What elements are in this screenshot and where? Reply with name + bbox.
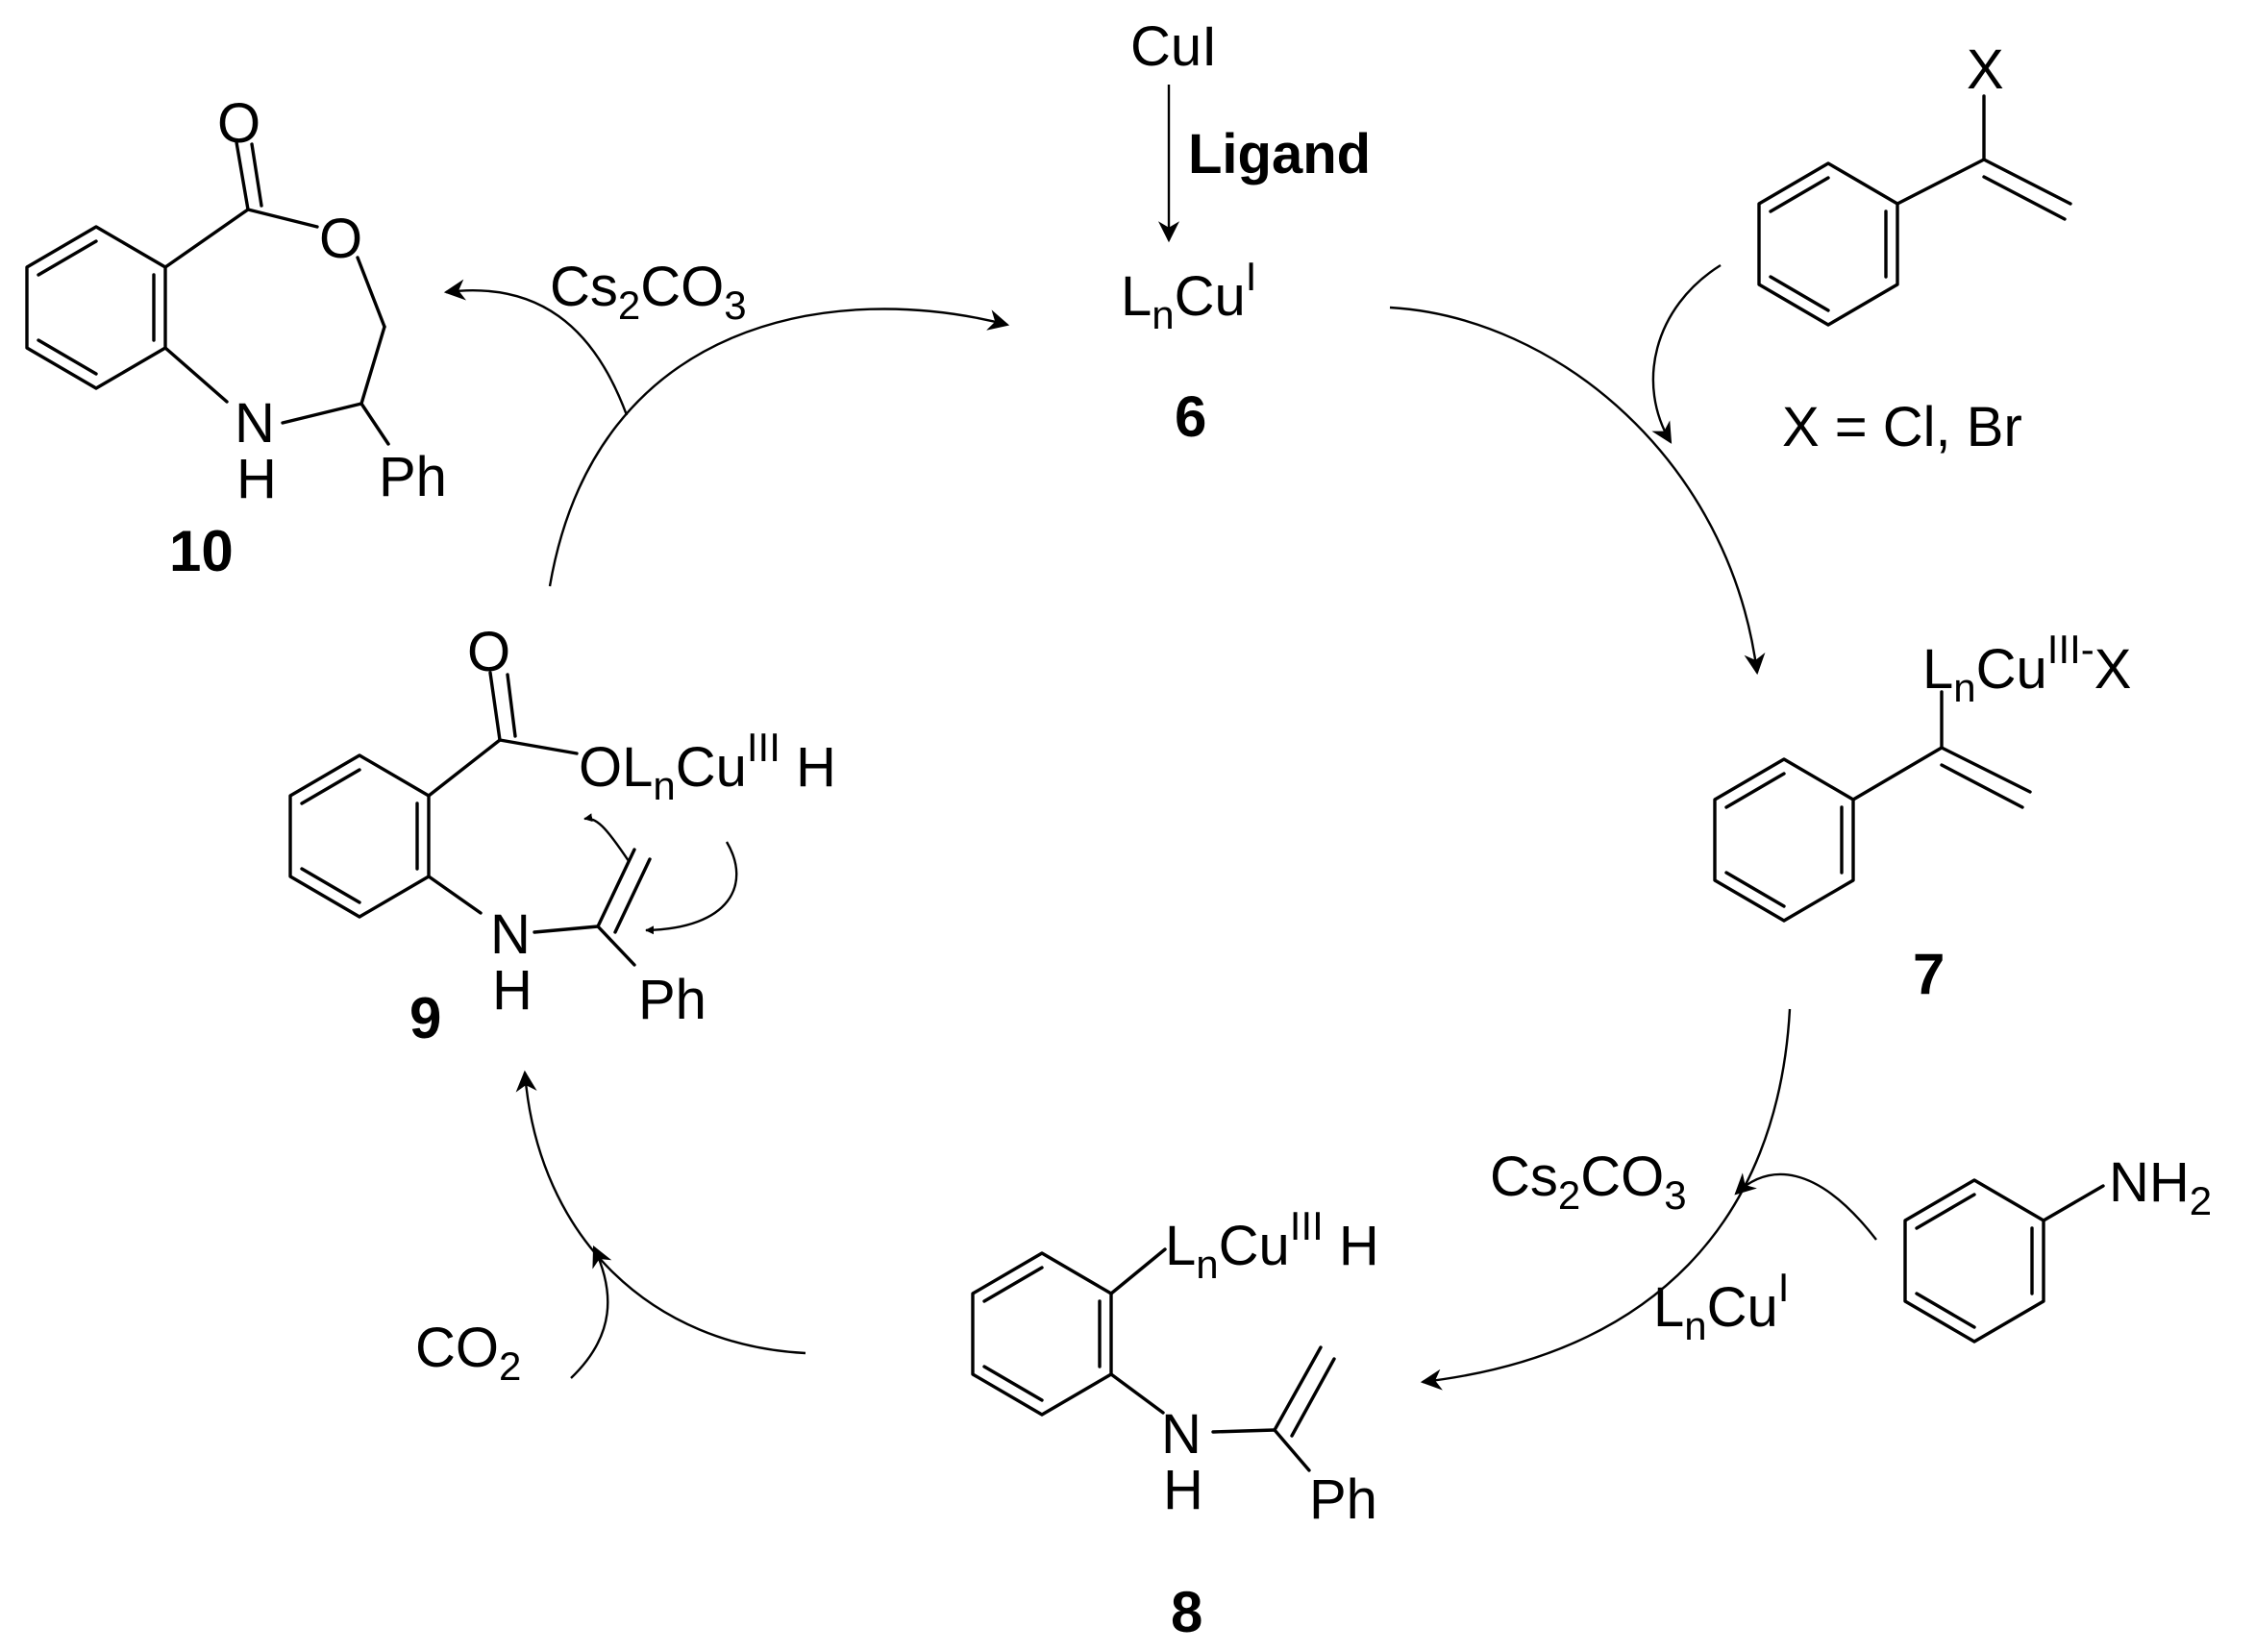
compound-10: O O N H Ph 10: [25, 92, 447, 583]
compound-10-ph: Ph: [379, 446, 447, 508]
compound-8-metal: LnCuIII H: [1165, 1203, 1379, 1287]
cycle-arrows: [443, 85, 1877, 1391]
arrow-vinyl-to-arc: [1651, 263, 1722, 444]
vinyl-halide-structure: X: [1757, 38, 2072, 327]
compound-9-nh: N: [490, 903, 531, 966]
compound-8-nh: N: [1161, 1403, 1202, 1466]
compound-8-h: H: [1163, 1459, 1203, 1521]
compound-9-number: 9: [409, 986, 441, 1050]
compound-10-o-ring: O: [319, 208, 362, 270]
arc-7-to-8: [1420, 1008, 1792, 1391]
compound-7-metal: LnCuIII-X: [1922, 627, 2131, 710]
co2-label: CO2: [415, 1317, 521, 1389]
x-definition-label: X = Cl, Br: [1782, 396, 2022, 458]
compound-9-o: O: [467, 621, 510, 683]
compound-9-h: H: [492, 959, 533, 1022]
compound-6-formula: LnCuI: [1121, 254, 1256, 337]
benzene-ring: [1903, 1178, 2045, 1344]
arc-6-to-7: [1389, 306, 1766, 676]
compound-9-ph: Ph: [638, 969, 706, 1031]
cui-label: CuI: [1130, 15, 1217, 78]
benzene-ring: [25, 225, 167, 390]
benzene-ring: [1713, 757, 1855, 923]
electron-arrow-1: [583, 813, 630, 862]
compound-6: LnCuI 6: [1121, 254, 1256, 449]
cs2co3-right-label: Cs2CO3: [1490, 1146, 1687, 1218]
compound-10-h: H: [236, 448, 277, 510]
lncu-right-label: LnCuI: [1653, 1265, 1789, 1348]
compound-9-metal: OLnCuIII H: [579, 725, 836, 808]
arrow-arc-to-10: [443, 279, 629, 416]
aniline-structure: NH2: [1903, 1151, 2212, 1344]
ligand-label: Ligand: [1188, 123, 1371, 185]
arrow-aniline-to-arc: [1734, 1172, 1877, 1241]
reagent-labels: CuI Ligand Cs2CO3 Cs2CO3 CO2 LnCuI X = C…: [415, 15, 2022, 1389]
cs2co3-top-label: Cs2CO3: [550, 256, 747, 328]
aniline-nh2: NH2: [2109, 1151, 2212, 1223]
compound-9: O OLnCuIII H N H Ph 9: [288, 621, 836, 1050]
electron-arrow-2: [645, 841, 738, 935]
arc-8-to-9: [515, 1070, 806, 1355]
compound-8-ph: Ph: [1309, 1468, 1377, 1531]
benzene-ring: [1757, 161, 1899, 327]
benzene-ring: [971, 1251, 1113, 1417]
compound-10-o-carbonyl: O: [217, 92, 260, 155]
compound-8-number: 8: [1171, 1580, 1202, 1644]
arc-9-to-6: [548, 308, 1010, 587]
compound-7: LnCuIII-X 7: [1713, 627, 2131, 1006]
compound-6-number: 6: [1175, 384, 1206, 449]
compound-10-number: 10: [169, 519, 234, 583]
compound-7-number: 7: [1913, 942, 1945, 1006]
benzene-ring: [288, 753, 431, 919]
halide-x-label: X: [1967, 38, 2004, 101]
compound-8: LnCuIII H N H Ph 8: [971, 1203, 1379, 1644]
arrow-co2-to-arc: [570, 1245, 612, 1379]
compound-10-nh: N: [235, 392, 275, 455]
